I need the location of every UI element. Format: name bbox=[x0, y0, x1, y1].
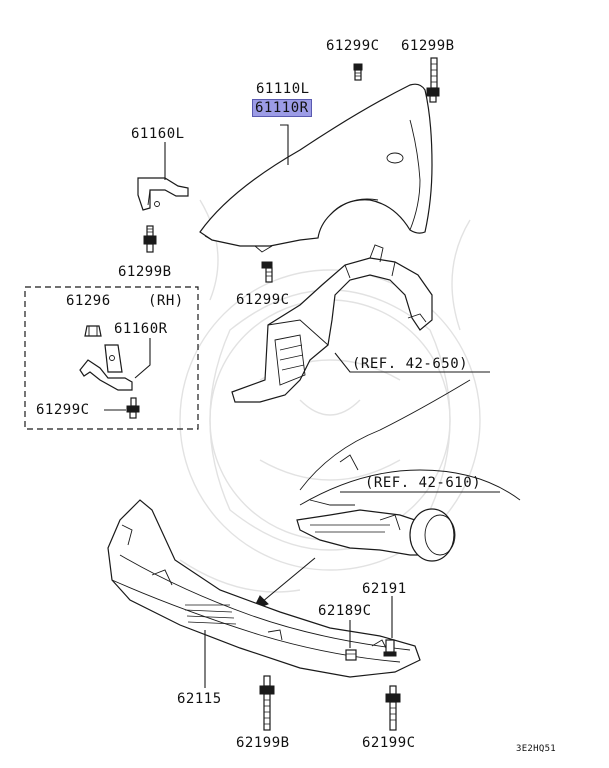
clip-62189C[interactable] bbox=[345, 649, 357, 661]
clip-61299C-mid[interactable] bbox=[261, 261, 273, 283]
fender-part[interactable] bbox=[199, 83, 433, 253]
diagram-code: 3E2HQ51 bbox=[516, 744, 557, 754]
leader-ref-42-650 bbox=[334, 352, 490, 373]
bolt-62199C[interactable] bbox=[385, 685, 401, 731]
rh-detail-box bbox=[24, 286, 199, 430]
leader-61160R bbox=[134, 338, 151, 379]
bracket-61160L[interactable] bbox=[137, 177, 189, 211]
label-ref-42-610[interactable]: (REF. 42-610) bbox=[365, 475, 482, 491]
label-61110R[interactable]: 61110R bbox=[252, 99, 312, 117]
label-62189C[interactable]: 62189C bbox=[318, 603, 372, 619]
clip-62191[interactable] bbox=[383, 639, 397, 657]
direction-arrow bbox=[251, 557, 316, 611]
bolt-61299B-top[interactable] bbox=[426, 57, 440, 103]
label-61299C-top[interactable]: 61299C bbox=[326, 38, 380, 54]
label-61296[interactable]: 61296 bbox=[66, 293, 111, 309]
car-front-outline[interactable] bbox=[296, 379, 521, 562]
leader-61110 bbox=[280, 124, 289, 165]
label-61299B-left[interactable]: 61299B bbox=[118, 264, 172, 280]
label-62199C[interactable]: 62199C bbox=[362, 735, 416, 751]
label-62115[interactable]: 62115 bbox=[177, 691, 222, 707]
label-rh: (RH) bbox=[148, 293, 184, 309]
bolt-61299C-box[interactable] bbox=[126, 397, 140, 419]
label-62199B[interactable]: 62199B bbox=[236, 735, 290, 751]
nut-61296[interactable] bbox=[84, 325, 102, 337]
bolt-61299C-top[interactable] bbox=[353, 63, 363, 81]
bracket-61160R[interactable] bbox=[79, 344, 133, 391]
label-ref-42-650[interactable]: (REF. 42-650) bbox=[352, 356, 469, 372]
label-61160L[interactable]: 61160L bbox=[131, 126, 185, 142]
label-61110L[interactable]: 61110L bbox=[256, 81, 310, 97]
label-62191[interactable]: 62191 bbox=[362, 581, 407, 597]
label-61299C-box[interactable]: 61299C bbox=[36, 402, 90, 418]
bolt-61299B-left[interactable] bbox=[143, 225, 157, 253]
label-61299C-mid[interactable]: 61299C bbox=[236, 292, 290, 308]
label-61160R[interactable]: 61160R bbox=[114, 321, 168, 337]
label-61299B-top[interactable]: 61299B bbox=[401, 38, 455, 54]
fender-liner[interactable] bbox=[231, 244, 433, 403]
bolt-62199B[interactable] bbox=[259, 675, 275, 731]
